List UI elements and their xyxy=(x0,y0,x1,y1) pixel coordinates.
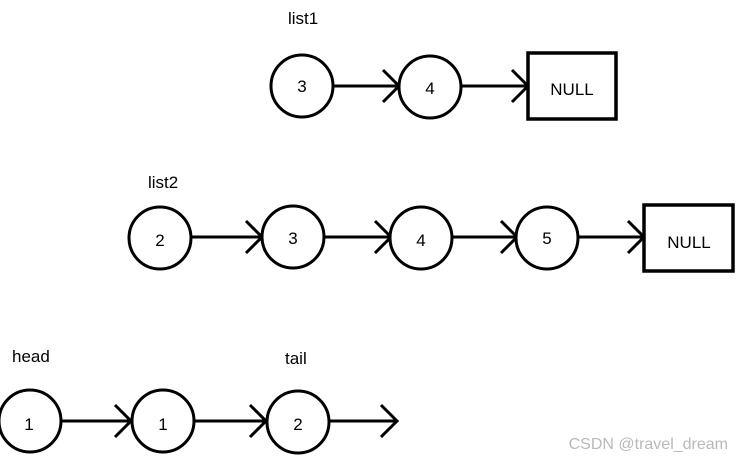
merged-node-2: 2 xyxy=(265,389,331,455)
list1-label: list1 xyxy=(288,9,318,28)
list1-null-label: NULL xyxy=(550,80,593,99)
list1-node-0-value: 3 xyxy=(297,77,306,96)
csdn-watermark: CSDN @travel_dream xyxy=(569,436,728,453)
list2-label: list2 xyxy=(148,173,178,192)
list2-arrow-1 xyxy=(324,219,394,255)
tail-label: tail xyxy=(285,349,307,368)
list2-node-1-value: 3 xyxy=(288,229,297,248)
list1-arrow-1 xyxy=(461,68,531,104)
list2-arrow-2 xyxy=(452,219,520,255)
merged-arrow-1 xyxy=(194,403,269,439)
list1-null-box: NULL xyxy=(526,51,618,121)
list1-arrow-0 xyxy=(333,68,402,104)
merged-node-0: 1 xyxy=(0,388,63,454)
list2-node-3-value: 5 xyxy=(542,229,551,248)
merged-arrow-2 xyxy=(329,403,400,439)
list2-arrow-3 xyxy=(578,219,647,255)
list2-node-0-value: 2 xyxy=(155,231,164,250)
list1-node-0: 3 xyxy=(269,53,335,119)
merged-node-0-value: 1 xyxy=(24,415,33,434)
list2-node-0: 2 xyxy=(127,205,193,271)
merged-node-1: 1 xyxy=(130,388,196,454)
list2-node-2: 4 xyxy=(388,205,454,271)
list2-node-2-value: 4 xyxy=(416,231,425,250)
list2-node-3: 5 xyxy=(514,205,580,271)
list2-null-label: NULL xyxy=(667,233,710,252)
merged-node-2-value: 2 xyxy=(293,415,302,434)
list2-null-box: NULL xyxy=(642,203,735,273)
head-label: head xyxy=(12,347,50,366)
list1-node-1-value: 4 xyxy=(425,79,434,98)
merged-arrow-0 xyxy=(61,403,134,439)
list2-node-1: 3 xyxy=(260,204,326,270)
merged-node-1-value: 1 xyxy=(158,415,167,434)
list2-arrow-0 xyxy=(191,219,265,255)
list1-node-1: 4 xyxy=(397,54,463,120)
